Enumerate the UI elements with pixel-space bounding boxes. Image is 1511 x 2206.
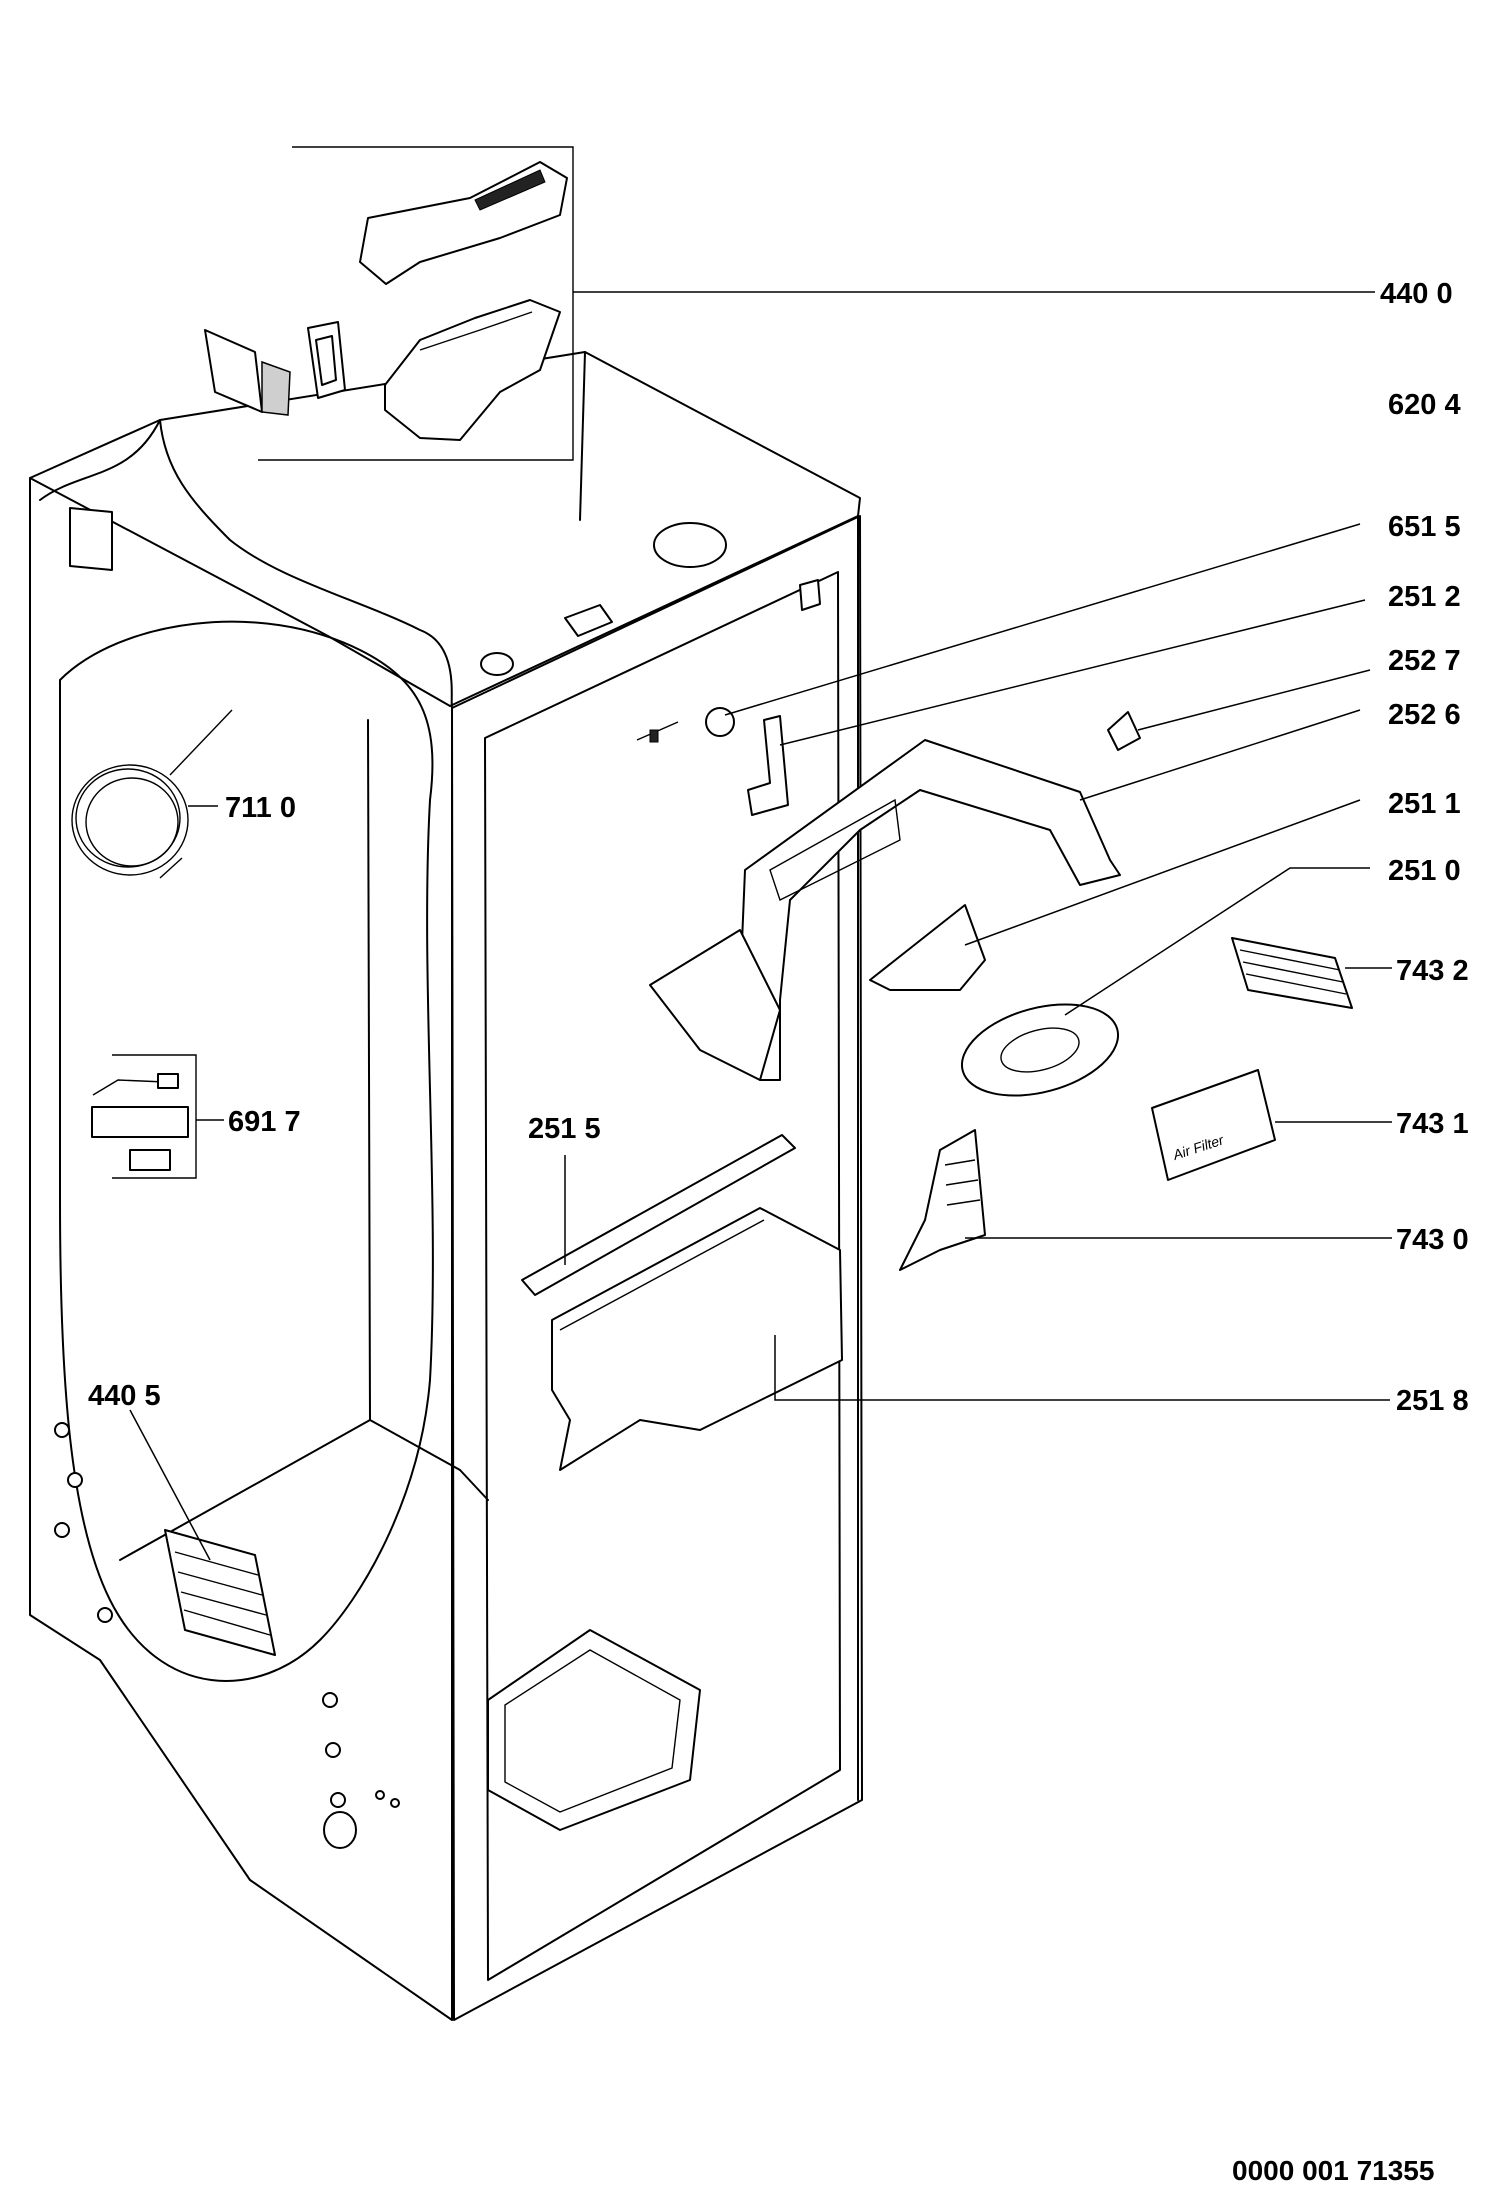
callout-7432: 743 2 [1396, 955, 1469, 987]
callout-2526: 252 6 [1388, 699, 1461, 731]
refrigerator-cabinet [29, 351, 863, 2021]
capillary-tube-coil [71, 709, 233, 879]
callout-7430: 743 0 [1396, 1224, 1469, 1256]
callout-2510: 251 0 [1388, 855, 1461, 887]
callout-7110: 711 0 [225, 792, 296, 824]
drain-grille [129, 1409, 276, 1656]
callout-4400: 440 0 [1380, 278, 1453, 310]
callout-6917: 691 7 [228, 1106, 301, 1138]
wiring-kit-inset [91, 1054, 224, 1179]
callout-6204: 620 4 [1388, 389, 1461, 421]
callout-labels: 440 0 620 4 651 5 251 2 252 7 252 6 251 … [88, 278, 1469, 2186]
dispenser-assembly: Air Filter [521, 523, 1392, 1471]
duct-assembly-inset [204, 146, 1375, 461]
callout-2518: 251 8 [1396, 1385, 1469, 1417]
document-number: 0000 001 71355 [1232, 2155, 1434, 2186]
callout-7431: 743 1 [1396, 1108, 1469, 1140]
callout-2515: 251 5 [528, 1113, 601, 1145]
callout-2527: 252 7 [1388, 645, 1461, 677]
callout-6515: 651 5 [1388, 511, 1461, 543]
callout-2512: 251 2 [1388, 581, 1461, 613]
callout-2511: 251 1 [1388, 788, 1461, 820]
callout-4405: 440 5 [88, 1380, 161, 1412]
